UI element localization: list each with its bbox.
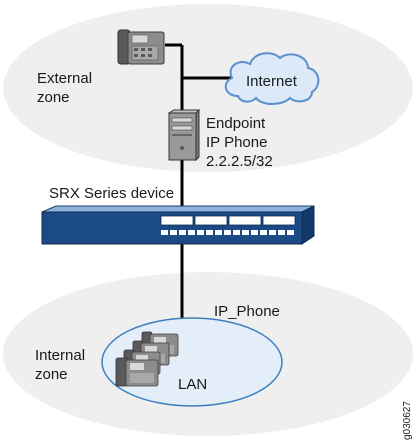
- network-switch-icon: [41, 205, 315, 245]
- server-tower-icon: [167, 108, 201, 162]
- desk-phone-icon: [117, 29, 165, 65]
- external-zone-area: [3, 4, 413, 172]
- lan-label: LAN: [178, 376, 207, 393]
- external-zone-label-line2: zone: [37, 89, 70, 106]
- endpoint-label-line1: Endpoint: [206, 115, 266, 132]
- srx-device-label: SRX Series device: [49, 185, 174, 202]
- endpoint-ip-address: 2.2.2.5/32: [206, 153, 273, 170]
- internal-zone-label-line2: zone: [35, 366, 68, 383]
- internet-label: Internet: [246, 73, 298, 90]
- internal-zone-label-line1: Internal: [35, 347, 85, 364]
- endpoint-label-line2: IP Phone: [206, 134, 267, 151]
- ip-phone-group-label: IP_Phone: [214, 303, 280, 320]
- external-zone-label-line1: External: [37, 70, 92, 87]
- cloud-icon: [224, 52, 320, 105]
- figure-id: g030627: [402, 401, 413, 440]
- phone-group-icon: [115, 331, 179, 387]
